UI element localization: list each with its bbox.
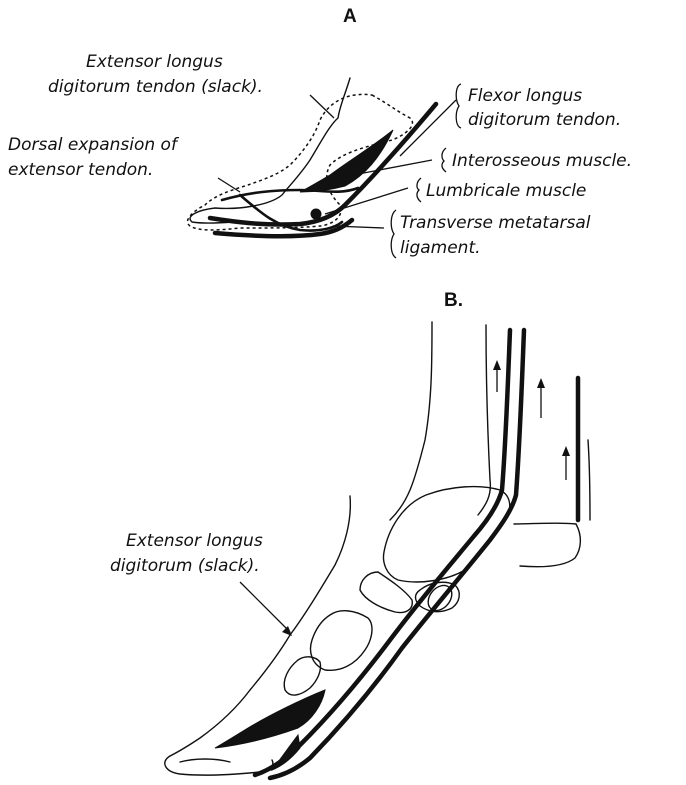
arrow-head-2 — [537, 378, 545, 388]
label-dorsal-1: Dorsal expansion of — [8, 135, 180, 155]
toe-muscle-belly-2 — [272, 735, 300, 770]
navicular-bone — [360, 572, 412, 613]
brace-interosseous — [442, 148, 446, 172]
skin-outline — [190, 78, 350, 223]
label-b-extensor-2: digitorum (slack). — [110, 556, 260, 576]
foot-sole-outline — [588, 440, 590, 520]
brace-transverse — [391, 210, 396, 258]
leader-extensor-b — [240, 582, 290, 632]
label-flexor-1: Flexor longus — [468, 86, 582, 106]
label-flexor-2: digitorum tendon. — [468, 110, 621, 130]
heel-outline — [514, 523, 576, 524]
label-transverse-2: ligament. — [400, 238, 481, 258]
label-transverse-1: Transverse metatarsal — [400, 213, 591, 233]
leg-posterior-outline — [520, 524, 580, 567]
label-dorsal-2: extensor tendon. — [8, 160, 153, 180]
arrow-head-3 — [562, 446, 570, 456]
leader-extensor-slack — [310, 95, 334, 118]
panel-a-letter: A — [343, 6, 357, 27]
toe-nail — [180, 759, 230, 762]
panel-a: A Extensor longus digitorum tendon (slac… — [8, 6, 632, 258]
brace-lumbricale — [417, 178, 421, 202]
label-lumbricale: Lumbricale muscle — [426, 181, 586, 201]
label-b-extensor-1: Extensor longus — [126, 531, 263, 551]
leader-flexor — [400, 100, 456, 156]
panel-b: B. — [110, 290, 590, 778]
leg-anterior-outline — [390, 322, 432, 520]
label-extensor-slack-2: digitorum tendon (slack). — [48, 77, 263, 97]
lumbricale-dot — [311, 209, 321, 219]
arrow-head-1 — [493, 360, 501, 370]
bone-outline-dotted — [188, 94, 413, 230]
label-extensor-slack-1: Extensor longus — [86, 52, 223, 72]
leader-dorsal — [218, 178, 240, 192]
brace-flexor — [456, 84, 461, 128]
panel-b-letter: B. — [444, 290, 463, 311]
leader-extensor-b-head — [282, 626, 292, 636]
label-interosseous: Interosseous muscle. — [452, 151, 632, 171]
flexor-tendon — [210, 104, 436, 225]
interosseous-muscle — [300, 130, 393, 192]
